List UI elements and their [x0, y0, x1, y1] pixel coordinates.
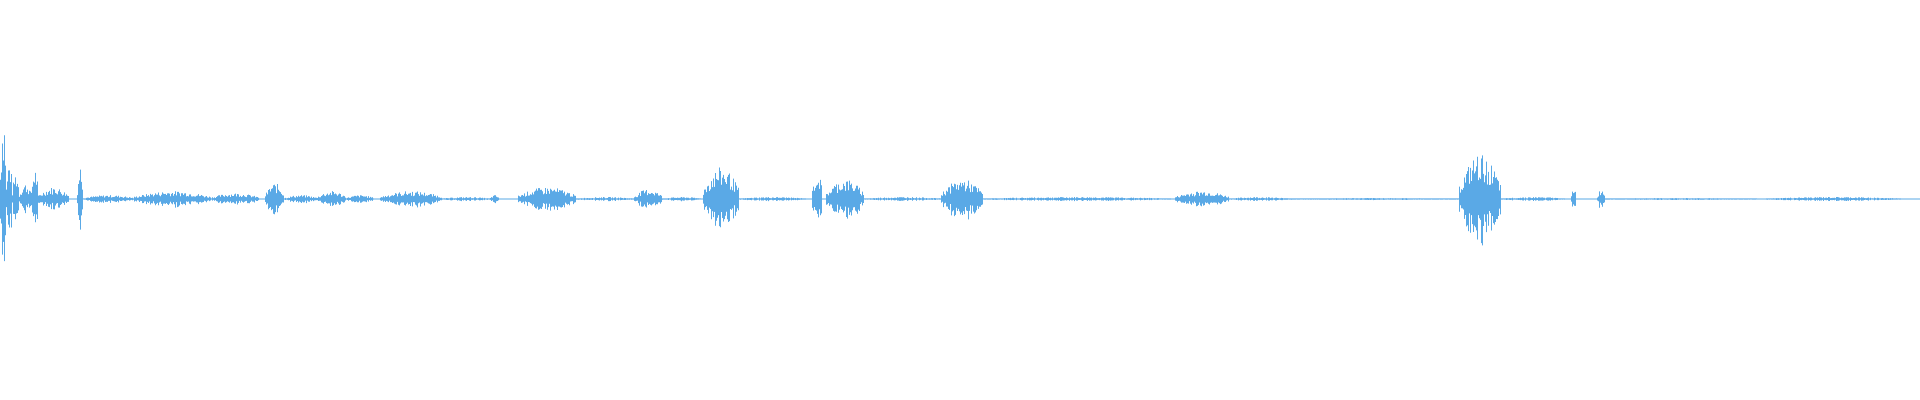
- waveform-segment: [812, 179, 822, 218]
- waveform-segment: [346, 195, 374, 203]
- waveform-segment: [1175, 191, 1229, 207]
- waveform-segment: [518, 187, 576, 211]
- waveform-segment: [1605, 198, 1757, 201]
- waveform-segment: [1766, 197, 1901, 202]
- waveform-segment: [1459, 155, 1501, 246]
- waveform-segment: [6, 170, 12, 228]
- waveform-segment: [490, 195, 499, 204]
- waveform-segment: [77, 169, 83, 230]
- waveform-segment: [211, 193, 259, 205]
- waveform-segment: [1597, 191, 1605, 208]
- waveform-segment: [284, 195, 317, 204]
- waveform-segment: [380, 191, 442, 208]
- waveform-bars: [0, 135, 1901, 262]
- waveform-segment: [634, 189, 662, 208]
- waveform-segment: [739, 197, 806, 202]
- waveform-segment: [941, 180, 983, 220]
- waveform-segment: [19, 185, 31, 214]
- waveform-segment: [265, 184, 284, 215]
- waveform-segment: [1501, 197, 1565, 202]
- waveform-segment: [83, 195, 134, 203]
- waveform-segment: [662, 197, 701, 202]
- waveform-segment: [442, 197, 490, 202]
- waveform-segment: [703, 167, 739, 228]
- waveform-segment: [1290, 198, 1459, 201]
- waveform-segment: [134, 191, 211, 208]
- waveform-segment: [38, 188, 69, 210]
- waveform-segment: [31, 172, 38, 223]
- waveform-segment: [0, 135, 6, 262]
- waveform-segment: [983, 197, 1171, 202]
- waveform-segment: [12, 177, 19, 220]
- waveform-segment: [576, 197, 634, 202]
- waveform-segment: [826, 180, 864, 219]
- waveform-segment: [1571, 191, 1576, 207]
- waveform-segment: [864, 197, 941, 201]
- waveform-segment: [1229, 197, 1290, 201]
- waveform-segment: [317, 191, 346, 206]
